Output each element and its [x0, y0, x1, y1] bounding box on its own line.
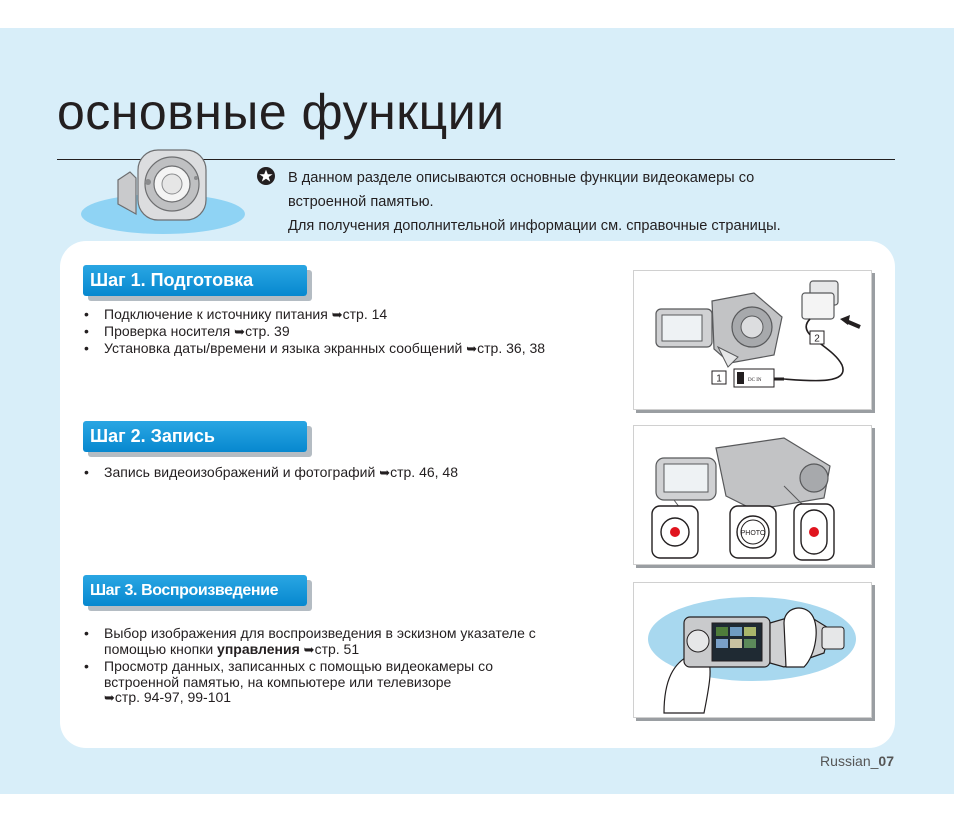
step-3-item-2-ref-line: ➥стр. 94-97, 99-101 — [104, 689, 231, 706]
page-ref[interactable]: стр. 14 — [342, 306, 388, 322]
step-3-list: Выбор изображения для воспроизведения в … — [82, 625, 536, 690]
playback-figure — [633, 582, 872, 718]
page-ref-arrow-icon: ➥ — [303, 642, 315, 657]
photo-button-label: PHOTO — [741, 530, 766, 537]
record-buttons-figure: PHOTO — [633, 425, 872, 565]
label-1: 1 — [716, 374, 722, 385]
intro-line: Для получения дополнительной информации … — [288, 218, 781, 234]
intro-line: встроенной памятью. — [288, 194, 434, 210]
page-number: 07 — [878, 753, 894, 769]
step-2-heading: Шаг 2. Запись — [83, 421, 307, 452]
page-ref-arrow-icon: ➥ — [234, 324, 246, 339]
page-footer: Russian_07 — [820, 753, 894, 769]
step-1-heading: Шаг 1. Подготовка — [83, 265, 307, 296]
page-ref[interactable]: стр. 46, 48 — [390, 464, 458, 480]
intro-text: В данном разделе описываются основные фу… — [288, 166, 868, 238]
page-ref-arrow-icon: ➥ — [466, 341, 478, 356]
step-3-heading: Шаг 3. Воспроизведение — [83, 575, 307, 606]
page-ref-arrow-icon: ➥ — [379, 465, 391, 480]
list-item: Запись видеоизображений и фотографий ➥ст… — [82, 464, 458, 481]
step-2-list: Запись видеоизображений и фотографий ➥ст… — [82, 464, 458, 481]
power-connection-figure: 2 1 DC IN — [633, 270, 872, 410]
label-2: 2 — [814, 334, 820, 345]
footer-language: Russian_ — [820, 753, 879, 769]
page-ref-arrow-icon: ➥ — [104, 690, 115, 705]
title-underline — [57, 159, 895, 160]
control-button-term: управления — [217, 641, 300, 657]
list-item: Просмотр данных, записанных с помощью ви… — [82, 658, 536, 690]
list-item: Подключение к источнику питания ➥стр. 14 — [82, 306, 545, 323]
page-ref[interactable]: стр. 94-97, 99-101 — [114, 689, 232, 705]
dc-in-label: DC IN — [748, 378, 762, 383]
page-ref[interactable]: стр. 39 — [245, 323, 290, 339]
step-1-list: Подключение к источнику питания ➥стр. 14… — [82, 306, 545, 357]
list-item: Установка даты/времени и языка экранных … — [82, 340, 545, 357]
page-ref[interactable]: стр. 51 — [314, 641, 360, 657]
page-ref-arrow-icon: ➥ — [331, 307, 343, 322]
list-item: Выбор изображения для воспроизведения в … — [82, 625, 536, 658]
camcorder-lens-illustration — [81, 149, 245, 234]
page-ref[interactable]: стр. 36, 38 — [477, 340, 546, 356]
intro-line: В данном разделе описываются основные фу… — [288, 170, 755, 186]
star-icon — [257, 167, 275, 185]
list-item: Проверка носителя ➥стр. 39 — [82, 323, 545, 340]
page-title: основные функции — [57, 84, 505, 140]
